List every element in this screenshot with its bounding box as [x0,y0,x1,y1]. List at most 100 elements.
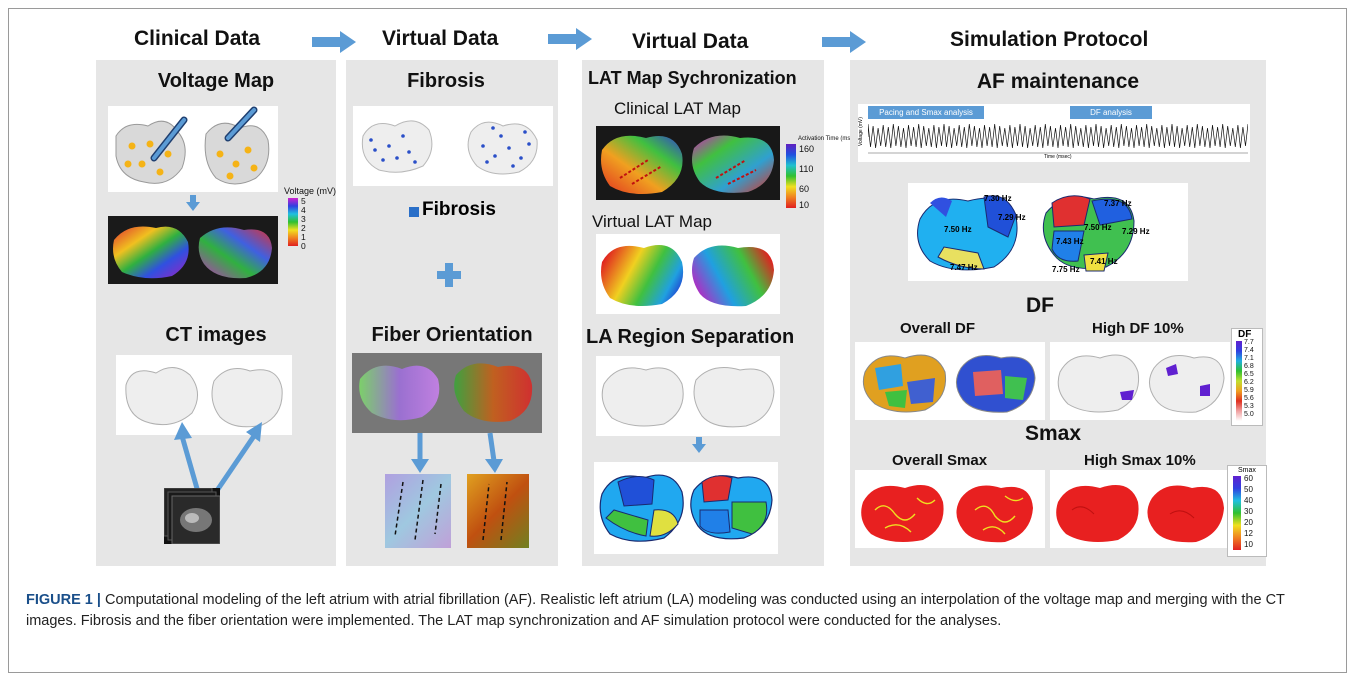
hz-label: 7.30 Hz [984,194,1012,203]
voltage-legend-colorbar [288,198,298,246]
df-legend-tick: 6.2 [1244,379,1254,386]
trace-x-axis-label: Time (msec) [1044,154,1072,160]
la-region-separation-title: LA Region Separation [586,326,795,348]
fibrosis-legend-swatch [409,207,419,217]
trace-y-axis-label: Voltage (mV) [858,117,864,146]
smax-legend-tick: 20 [1244,518,1253,527]
overall-smax-map-image [855,470,1045,548]
ct-slice-stack-image [164,488,220,544]
smax-legend-tick: 60 [1244,474,1253,483]
pacing-smax-box: Pacing and Smax analysis [868,106,984,119]
ct-atria-image [116,355,292,435]
hz-label: 7.29 Hz [998,213,1026,222]
df-legend-tick: 6.5 [1244,371,1254,378]
legend-tick: 1 [301,232,306,242]
la-region-gray-image [596,356,780,436]
hz-label: 7.75 Hz [1052,265,1080,274]
df-legend: DF 7.7 7.4 7.1 6.8 6.5 6.2 5.9 5.6 5.3 5… [1231,328,1263,426]
af-voltage-trace-image: Pacing and Smax analysis DF analysis Vol… [858,104,1250,162]
high-df-label: High DF 10% [1092,320,1184,337]
voltage-color-map-image [108,216,278,284]
smax-legend-colorbar [1233,476,1241,550]
lat-legend-tick: 160 [799,144,815,154]
smax-legend-tick: 50 [1244,485,1253,494]
af-trace-waveform [868,123,1248,154]
fibrosis-atria-image [353,106,553,186]
la-region-colored-image [594,462,778,554]
df-frequency-atria-image: 7.30 Hz 7.29 Hz 7.50 Hz 7.47 Hz 7.37 Hz … [908,183,1188,281]
overall-smax-label: Overall Smax [892,452,988,469]
df-legend-colorbar [1236,341,1242,421]
high-smax-map-image [1050,470,1230,548]
smax-legend-tick: 30 [1244,507,1253,516]
df-legend-tick: 7.7 [1244,339,1254,346]
lat-legend-colorbar [786,144,796,208]
flow-arrow-icon [822,31,866,53]
df-section-title: DF [1026,294,1054,317]
column-header-virtual-2: Virtual Data [632,30,749,53]
clinical-lat-map-label: Clinical LAT Map [614,99,741,118]
fiber-detail-right-image [467,474,529,548]
smax-legend-tick: 12 [1244,529,1253,538]
voltage-map-electrode-image [108,106,278,192]
lat-legend-tick: 110 [799,164,814,174]
figure-caption-text: Computational modeling of the left atriu… [26,592,1285,629]
smax-legend: Smax 60 50 40 30 20 12 10 [1227,465,1267,557]
df-legend-tick: 7.4 [1244,347,1254,354]
hz-label: 7.43 Hz [1056,237,1084,246]
ct-merge-arrows-icon [174,422,262,494]
figure-caption: FIGURE 1 | Computational modeling of the… [26,590,1326,632]
fiber-orientation-title: Fiber Orientation [371,324,533,346]
legend-tick: 4 [301,205,306,215]
lat-legend-title: Activation Time (ms) [798,136,853,142]
df-legend-tick: 7.1 [1244,355,1254,362]
smax-legend-tick: 10 [1244,540,1253,549]
figure-caption-label: FIGURE 1 | [26,592,101,608]
flow-arrow-icon [312,31,356,53]
column-header-clinical: Clinical Data [134,27,261,50]
high-df-map-image [1050,342,1230,420]
fiber-detail-left-image [385,474,451,548]
df-legend-tick: 6.8 [1244,363,1254,370]
hz-label: 7.29 Hz [1122,227,1150,236]
column-header-simulation: Simulation Protocol [950,28,1149,51]
df-legend-title: DF [1238,329,1252,340]
fibrosis-legend-label: Fibrosis [422,199,496,220]
virtual-lat-map-label: Virtual LAT Map [592,212,713,231]
af-maintenance-title: AF maintenance [976,70,1140,93]
legend-tick: 2 [301,223,306,233]
df-legend-tick: 5.0 [1244,411,1254,418]
down-arrow-icon [186,195,200,211]
overall-df-map-image [855,342,1045,420]
lat-sync-title: LAT Map Sychronization [588,68,797,88]
fibrosis-title: Fibrosis [407,70,485,92]
column-header-virtual-1: Virtual Data [382,27,499,50]
voltage-map-title: Voltage Map [157,70,275,92]
plus-icon [437,263,461,287]
df-legend-tick: 5.9 [1244,387,1254,394]
af-trace-line [868,123,1248,149]
lat-legend-tick: 10 [799,200,810,210]
virtual-lat-map-image [596,234,780,314]
hz-label: 7.37 Hz [1104,199,1132,208]
flow-arrow-icon [548,28,592,50]
hz-label: 7.50 Hz [1084,223,1112,232]
legend-tick: 3 [301,214,306,224]
smax-legend-title: Smax [1238,467,1256,474]
hz-label: 7.50 Hz [944,225,972,234]
smax-section-title: Smax [1024,422,1082,445]
df-legend-tick: 5.3 [1244,403,1254,410]
fiber-orientation-image [352,353,542,433]
smax-legend-tick: 40 [1244,496,1253,505]
overall-df-label: Overall DF [900,320,976,337]
ct-images-title: CT images [165,324,267,346]
lat-legend-tick: 60 [799,184,810,194]
high-smax-label: High Smax 10% [1084,452,1196,469]
legend-tick: 5 [301,196,306,206]
df-legend-tick: 5.6 [1244,395,1254,402]
legend-tick: 0 [301,241,306,251]
down-arrow-icon [692,437,706,453]
fiber-zoom-arrows-icon [411,432,503,473]
hz-label: 7.47 Hz [950,263,978,272]
hz-label: 7.41 Hz [1090,257,1118,266]
